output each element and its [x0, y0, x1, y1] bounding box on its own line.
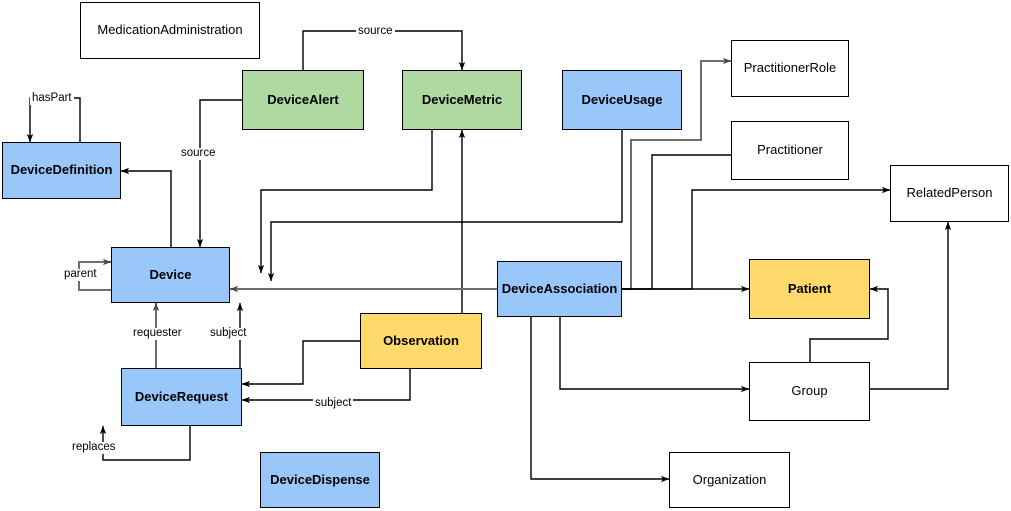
- label-subject-1: subject: [208, 327, 249, 340]
- edge-observation-to-devicerequest: [241, 340, 360, 388]
- node-label: MedicationAdministration: [97, 22, 243, 38]
- node-label: DeviceDefinition: [10, 162, 113, 178]
- node-label: DeviceAlert: [267, 91, 339, 107]
- edge-device-to-devicedefinition: [120, 167, 172, 247]
- label-haspart: hasPart: [30, 92, 74, 105]
- node-device-metric[interactable]: DeviceMetric: [402, 70, 522, 130]
- node-related-person[interactable]: RelatedPerson: [890, 165, 1009, 222]
- node-device-usage[interactable]: DeviceUsage: [562, 70, 682, 130]
- node-medication-administration[interactable]: MedicationAdministration: [80, 2, 260, 59]
- edge-deviceusage-to-device: [267, 130, 623, 282]
- node-label: PractitionerRole: [743, 60, 837, 76]
- label-requester: requester: [131, 327, 184, 340]
- node-label: Patient: [787, 280, 832, 296]
- edge-group-to-patient: [809, 285, 889, 362]
- node-label: Device: [149, 266, 192, 282]
- edge-deviceassociation-to-group: [559, 317, 750, 393]
- node-label: Organization: [692, 471, 767, 487]
- node-device-definition[interactable]: DeviceDefinition: [2, 142, 121, 199]
- node-label: DeviceRequest: [134, 388, 229, 404]
- label-replaces: replaces: [70, 441, 118, 454]
- edge-devicealert-source-device: [196, 99, 242, 248]
- edge-observation-subject: [241, 369, 411, 404]
- node-label: RelatedPerson: [906, 185, 993, 201]
- node-label: Group: [791, 383, 828, 399]
- node-device[interactable]: Device: [111, 247, 230, 303]
- label-parent: parent: [62, 268, 99, 281]
- edge-devicemetric-to-device: [257, 130, 433, 274]
- node-label: Observation: [383, 332, 459, 348]
- node-label: DeviceMetric: [421, 91, 503, 107]
- node-label: DeviceAssociation: [501, 280, 618, 296]
- node-device-dispense[interactable]: DeviceDispense: [260, 452, 380, 508]
- edge-deviceassociation-to-org: [530, 317, 670, 483]
- node-device-association[interactable]: DeviceAssociation: [497, 261, 622, 317]
- node-practitioner[interactable]: Practitioner: [731, 121, 849, 180]
- edge-group-to-relatedperson: [870, 221, 952, 390]
- label-source-1: source: [356, 25, 395, 38]
- node-label: DeviceUsage: [581, 91, 663, 107]
- node-observation[interactable]: Observation: [360, 313, 482, 369]
- node-label: DeviceDispense: [270, 471, 370, 487]
- node-practitioner-role[interactable]: PractitionerRole: [731, 40, 849, 97]
- node-device-alert[interactable]: DeviceAlert: [242, 70, 364, 130]
- node-group[interactable]: Group: [749, 362, 870, 421]
- edge-devicedefinition-haspart: [26, 97, 81, 143]
- edge-deviceassociation-to-pract: [622, 154, 731, 290]
- label-source-2: source: [179, 147, 218, 160]
- node-device-request[interactable]: DeviceRequest: [121, 368, 242, 426]
- node-organization[interactable]: Organization: [669, 452, 790, 508]
- node-label: Practitioner: [757, 142, 823, 158]
- label-subject-2: subject: [313, 397, 354, 410]
- node-patient[interactable]: Patient: [749, 259, 870, 319]
